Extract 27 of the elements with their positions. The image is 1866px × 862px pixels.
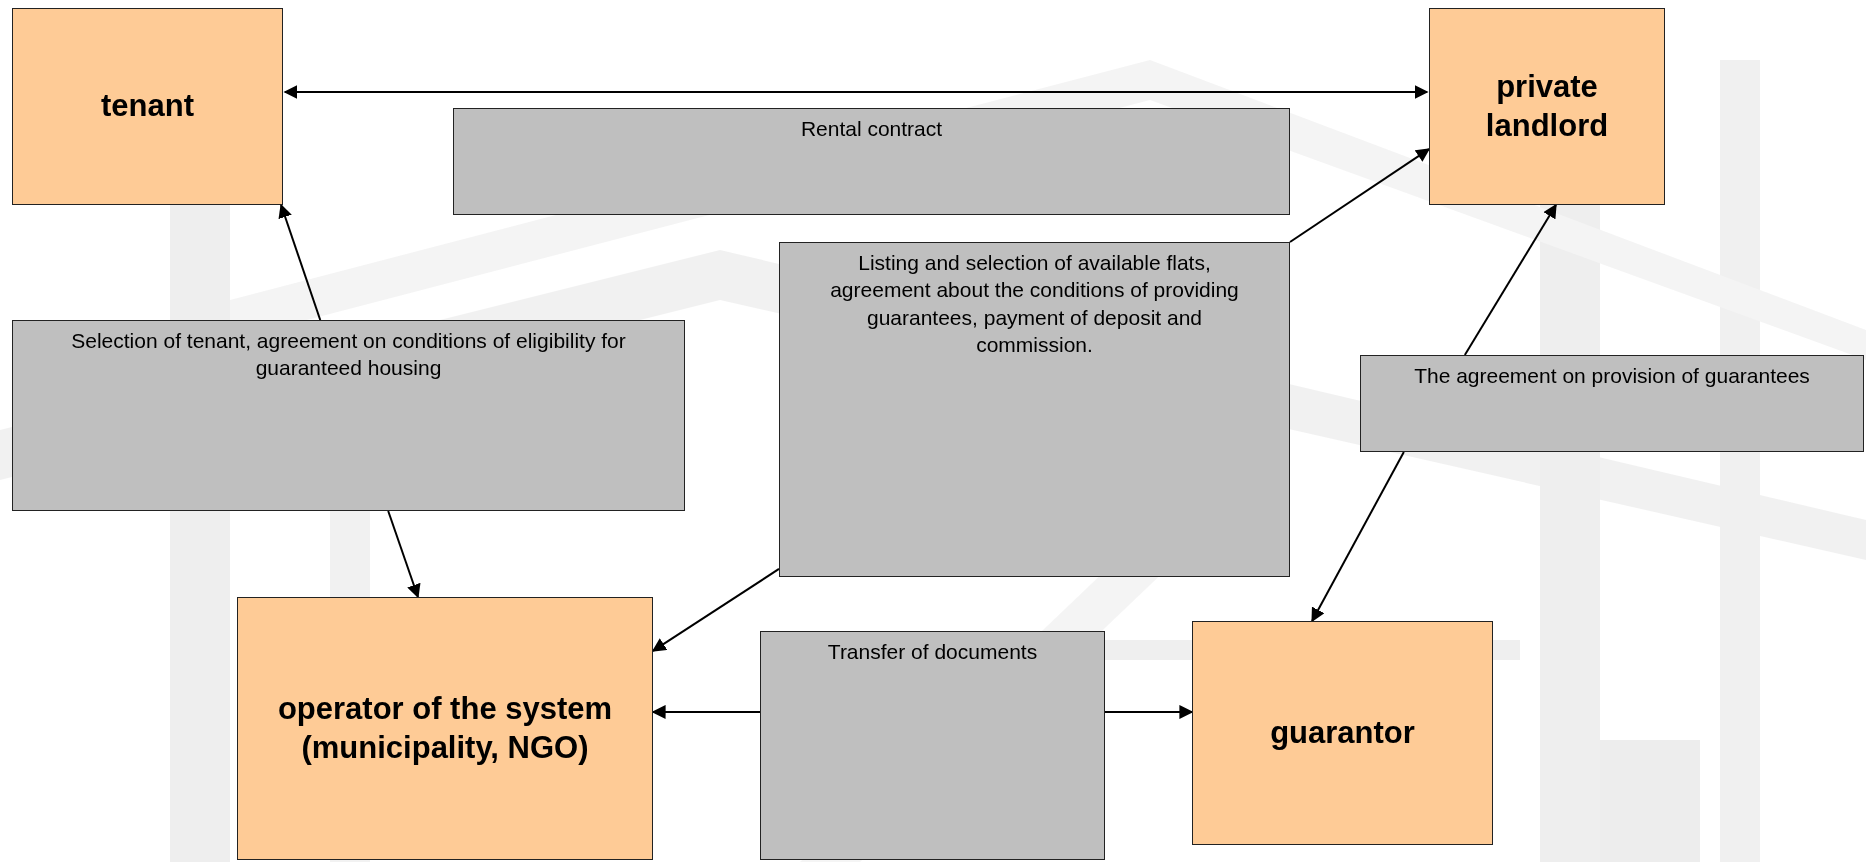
note-box [12,320,685,511]
actor-box [237,597,653,860]
arrow [1289,148,1431,243]
actor-box [1192,621,1493,845]
note-text: The agreement on provision of guarantees [1414,363,1810,389]
arrow [283,84,1429,99]
actor-name: tenant [101,87,194,126]
arrow [1311,451,1405,623]
note-text: Selection of tenant, agreement on conditions of eligibility for guaranteed housing [70,328,627,382]
arrow [1104,704,1194,719]
actor-name: operator of the system (municipality, NGO) [276,689,614,767]
actor-box [1429,8,1665,205]
note-box [760,631,1105,860]
note-text: Transfer of documents [827,639,1038,665]
note-text: Listing and selection of available flats, agreement about the conditions of providing guarantees, payment of deposit and commission. [829,250,1240,358]
arrow [1463,203,1557,356]
note-box [779,242,1290,577]
arrow [387,510,421,599]
actor-box [12,8,283,205]
note-box [1360,355,1864,452]
note-box [453,108,1290,215]
actor-name: private landlord [1484,67,1610,145]
arrow [651,567,780,652]
arrow [651,704,761,719]
actor-name: guarantor [1270,713,1415,752]
arrow [278,203,322,321]
note-text: Rental contract [800,116,943,142]
